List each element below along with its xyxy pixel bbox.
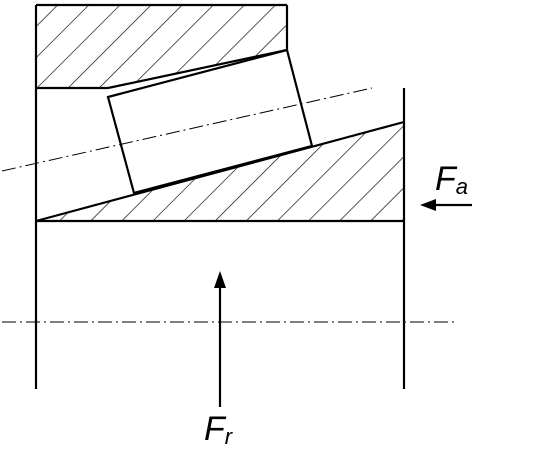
axial-force-arrow bbox=[420, 199, 472, 211]
tapered-roller bbox=[106, 48, 314, 195]
radial-force-arrow bbox=[214, 271, 226, 407]
axial-force-label: Fa bbox=[435, 160, 468, 199]
outer-raceway-line bbox=[107, 48, 288, 90]
roller-axis-centerline bbox=[1, 87, 373, 172]
outer-ring bbox=[36, 3, 289, 90]
radial-force-label: Fr bbox=[204, 410, 234, 449]
